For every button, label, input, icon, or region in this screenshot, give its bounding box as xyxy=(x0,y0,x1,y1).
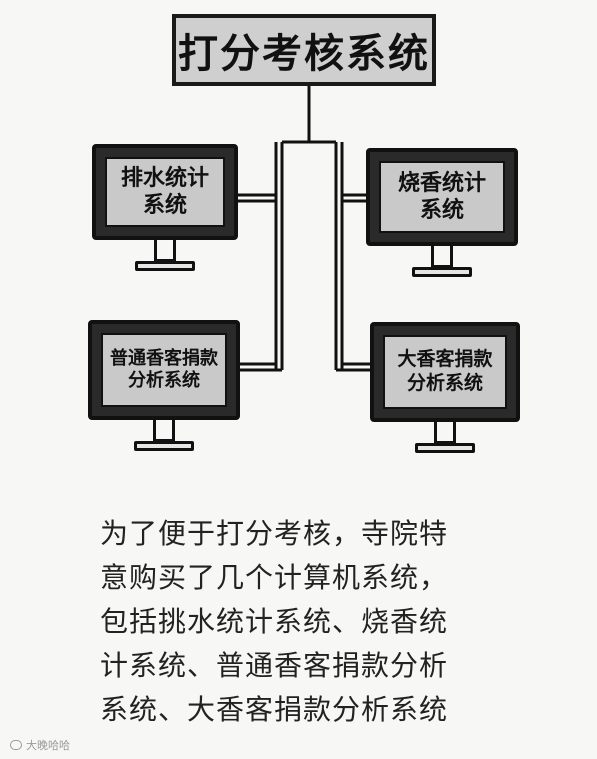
monitor-top-left: 排水统计 系统 xyxy=(92,144,238,278)
monitor-label-line: 普通香客捐款 xyxy=(110,347,218,369)
monitor-label-line: 烧香统计 xyxy=(397,169,486,196)
monitor-base xyxy=(134,441,194,451)
caption-line: 为了便于打分考核，寺院特 xyxy=(100,517,449,550)
caption-line: 计系统、普通香客捐款分析 xyxy=(100,649,449,682)
watermark-text: 大晚哈哈 xyxy=(26,739,70,752)
caption-text: 为了便于打分考核，寺院特 意购买了几个计算机系统， 包括挑水统计系统、烧香统 计… xyxy=(100,512,540,732)
chat-bubble-icon xyxy=(10,740,22,750)
monitor-stand xyxy=(434,422,456,444)
monitor-label-line: 排水统计 xyxy=(120,164,209,191)
monitor-base xyxy=(412,267,472,277)
monitor-screen: 普通香客捐款 分析系统 xyxy=(88,320,240,420)
monitor-top-right: 烧香统计 系统 xyxy=(366,148,518,282)
caption-line: 系统、大香客捐款分析系统 xyxy=(100,693,449,726)
monitor-stand xyxy=(431,246,453,268)
monitor-label-line: 分析系统 xyxy=(128,370,200,391)
monitor-screen: 排水统计 系统 xyxy=(92,144,238,240)
monitor-stand xyxy=(154,240,176,262)
monitor-base xyxy=(135,261,195,271)
monitor-label-line: 系统 xyxy=(419,197,464,223)
caption-line: 意购买了几个计算机系统， xyxy=(100,561,449,594)
watermark: 大晚哈哈 xyxy=(10,737,70,753)
monitor-label-line: 系统 xyxy=(142,192,187,218)
monitor-bottom-right: 大香客捐款 分析系统 xyxy=(370,322,520,456)
title-box: 打分考核系统 xyxy=(172,14,436,86)
monitor-label-line: 分析系统 xyxy=(406,372,483,394)
monitor-label-line: 大香客捐款 xyxy=(397,348,493,371)
caption-line: 包括挑水统计系统、烧香统 xyxy=(100,605,449,638)
connection-wires xyxy=(236,86,370,372)
monitor-bottom-left: 普通香客捐款 分析系统 xyxy=(88,320,240,454)
monitor-screen: 烧香统计 系统 xyxy=(366,148,518,246)
monitor-base xyxy=(415,443,475,453)
monitor-screen: 大香客捐款 分析系统 xyxy=(370,322,520,422)
monitor-stand xyxy=(153,420,175,442)
